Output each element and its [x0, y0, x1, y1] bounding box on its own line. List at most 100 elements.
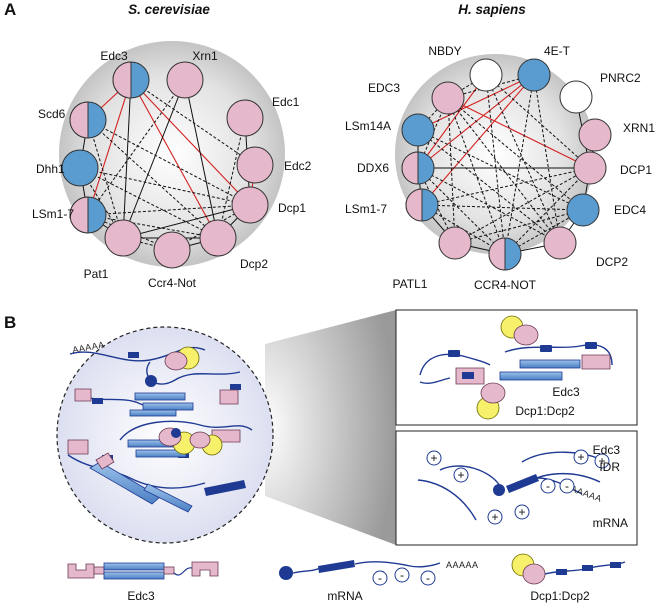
yeast-node-lsm1-7: [69, 196, 107, 234]
human-edge-dash: [417, 167, 561, 244]
human-edge-red: [417, 74, 535, 131]
yeast-edge-solid: [184, 79, 219, 239]
zoom-top-dcp-label: Dcp1:Dcp2: [515, 404, 575, 418]
mrna-strand: [419, 353, 491, 376]
human-edges: [417, 74, 596, 255]
human-node-label: LSm1-7: [345, 202, 387, 216]
human-node-pnrc2: [559, 80, 593, 114]
human-edge-dash: [447, 97, 584, 211]
human-edge-dash: [417, 129, 584, 211]
mrna-cap: [145, 375, 157, 387]
human-node-label: XRN1: [623, 121, 655, 135]
human-edge-dash: [447, 97, 506, 255]
zoom-bottom-mrna-label: mRNA: [593, 516, 628, 530]
yeast-edge-red: [130, 79, 219, 239]
human-edge-dash: [417, 167, 506, 255]
yeast-node-edc3: [112, 61, 150, 99]
yeast-edge-dash: [87, 214, 219, 239]
human-edge-dash: [533, 74, 561, 244]
positive-charge-icon: +: [487, 509, 503, 525]
svg-text:+: +: [457, 468, 464, 482]
yeast-node-label: Ccr4-Not: [148, 276, 197, 290]
human-edge-red: [421, 74, 535, 206]
mrna-strand: [439, 465, 501, 487]
mrna-strand: [537, 477, 583, 495]
yeast-node-edc1: [226, 99, 264, 137]
human-edge-red: [447, 97, 591, 169]
dcp1-ellipse: [480, 382, 506, 404]
yeast-node-label: Edc3: [100, 49, 128, 63]
condensate-contents: AAAAA: [67, 339, 253, 513]
human-node-label: 4E-T: [544, 44, 571, 58]
human-edge-dash: [504, 167, 591, 255]
yeast-node-label: Edc2: [284, 159, 312, 173]
negative-charge-icon: -: [372, 570, 388, 586]
yeast-edge-dash: [87, 119, 251, 206]
mrna-motif: [448, 350, 460, 357]
yeast-node-label: Dcp1: [278, 201, 306, 215]
edc3-bar: [519, 359, 581, 369]
human-node-4e-t: [517, 58, 551, 92]
yeast-title: S. cerevisiae: [128, 2, 210, 17]
human-edge-dash: [417, 129, 561, 244]
human-node-nbdy: [469, 58, 503, 92]
negative-charge-icon: -: [540, 478, 556, 494]
yeast-edge-dash: [87, 119, 219, 239]
yeast-nodes: [61, 61, 274, 269]
mrna-body: [506, 474, 539, 493]
svg-text:+: +: [518, 505, 525, 519]
yeast-node-label: Scd6: [38, 107, 66, 121]
yeast-node-dhh1: [61, 149, 99, 187]
yeast-edge-solid: [122, 204, 251, 239]
charges: ++++++--: [426, 449, 610, 525]
yeast-node-label: Dhh1: [36, 162, 65, 176]
human-node-dcp2: [543, 226, 577, 260]
svg-text:+: +: [430, 451, 437, 465]
yeast-edge-solid: [122, 79, 186, 239]
positive-charge-icon: +: [514, 504, 530, 520]
mrna-strand: [504, 344, 613, 366]
yeast-node-edc2: [236, 146, 274, 184]
mrna-strand: [419, 377, 451, 385]
human-node-edc4: [566, 193, 600, 227]
human-node-label: NBDY: [428, 44, 461, 58]
yeast-node-dcp2: [199, 219, 237, 257]
human-node-label: EDC3: [368, 81, 400, 95]
human-title: H. sapiens: [458, 2, 526, 17]
human-node-ccr4-not: [488, 237, 522, 271]
human-node-label: PNRC2: [600, 71, 641, 85]
human-node-label: DCP2: [596, 255, 628, 269]
zoom-bottom-edc3-label: Edc3: [593, 443, 621, 457]
negative-charge-icon: -: [394, 567, 410, 583]
yeast-node-scd6: [69, 101, 107, 139]
mrna-strand: [417, 479, 477, 521]
svg-text:+: +: [598, 454, 605, 468]
mrna-motif: [128, 352, 139, 358]
mrna-motif: [462, 372, 474, 379]
edc3-lsm: [581, 354, 611, 370]
human-nodes: [401, 58, 612, 271]
dcp1-ellipse: [164, 351, 188, 371]
mrna-cap: [493, 484, 505, 496]
zoom-cone: [265, 310, 396, 545]
human-node-dcp1: [573, 151, 607, 185]
mrna-motif: [540, 345, 552, 352]
yeast-edge-dash: [87, 204, 251, 216]
yeast-edge-red: [87, 79, 132, 216]
legend-charges: ---: [372, 567, 436, 586]
svg-text:+: +: [577, 450, 584, 464]
human-node-label: DDX6: [357, 161, 389, 175]
yeast-node-ccr4-not: [153, 231, 191, 269]
human-node-label: EDC4: [614, 203, 646, 217]
mrna-cap: [171, 428, 181, 438]
mrna-body: [204, 480, 246, 496]
human-edge-dash: [447, 97, 561, 244]
human-node-edc3: [431, 81, 465, 115]
yeast-node-pat1: [104, 219, 142, 257]
human-node-xrn1: [578, 118, 612, 152]
mrna-motif: [92, 398, 103, 404]
legend-polya-tail: AAAAA: [446, 560, 479, 570]
